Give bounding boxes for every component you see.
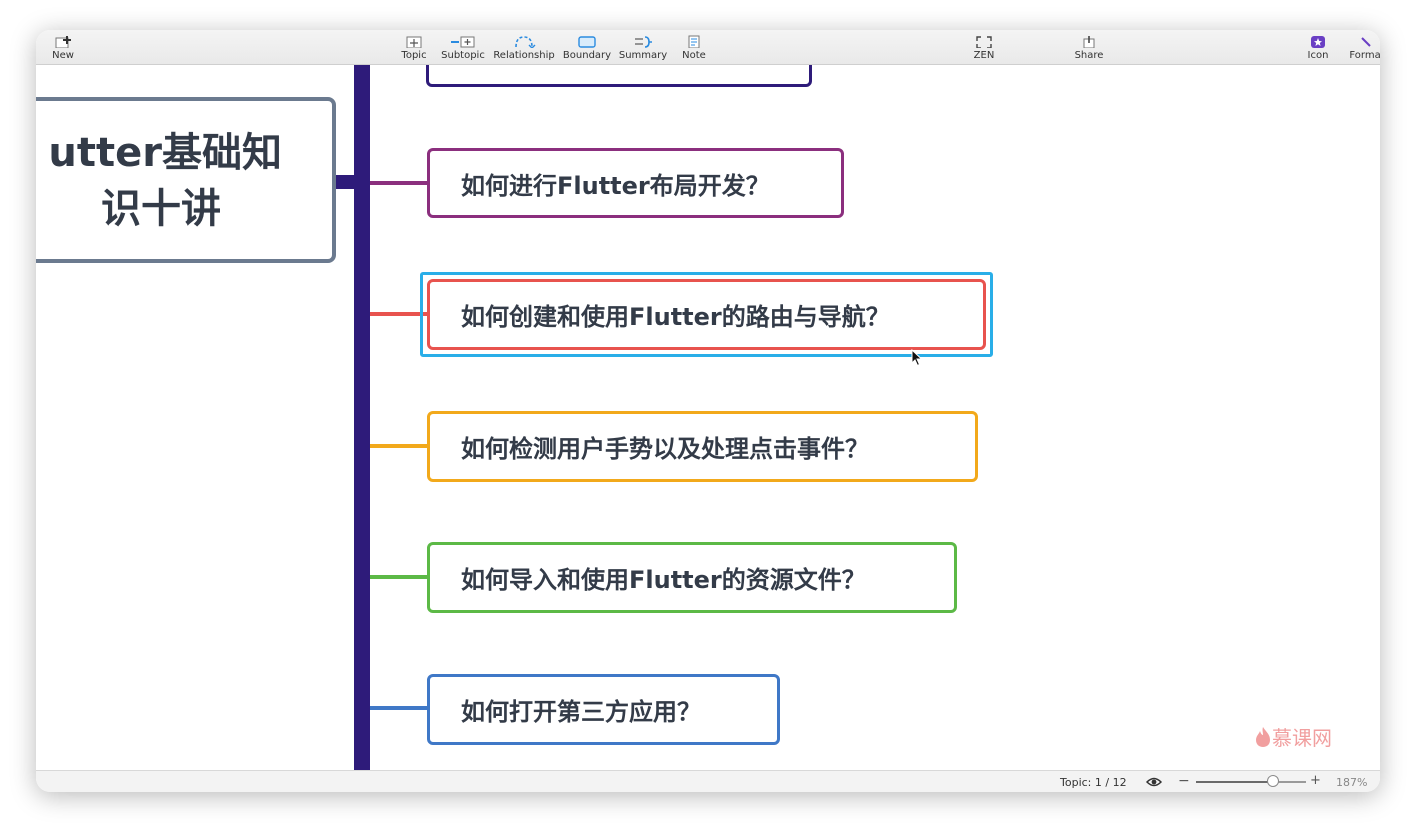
topic-4-label: 如何导入和使用Flutter的资源文件？ (461, 566, 866, 594)
summary-button[interactable]: Summary (619, 30, 667, 64)
topic-4[interactable]: 如何导入和使用Flutter的资源文件？ (427, 542, 957, 613)
branch-trunk (354, 65, 370, 770)
topic-1[interactable]: 如何进行Flutter布局开发？ (427, 148, 844, 218)
eye-icon[interactable] (1146, 775, 1162, 789)
root-connector (336, 175, 358, 189)
topic-count: Topic: 1 / 12 (1060, 776, 1127, 789)
topic-icon (406, 30, 422, 48)
central-topic-line-1: utter基础知 (48, 130, 282, 176)
topic-0[interactable] (426, 65, 812, 87)
mindmap-canvas[interactable]: utter基础知 识十讲 如何进行Flutter布局开发？ 如何创建和使用Flu… (36, 65, 1380, 770)
format-button[interactable]: Format (1344, 30, 1380, 64)
zoom-level: 187% (1336, 776, 1368, 789)
relationship-button[interactable]: Relationship (493, 30, 555, 64)
note-icon (687, 30, 701, 48)
share-button[interactable]: Share (1072, 30, 1106, 64)
zoom-slider-thumb[interactable] (1267, 775, 1279, 787)
zoom-slider[interactable] (1196, 775, 1306, 787)
branch-5 (370, 706, 428, 710)
mindmap-window: New Topic Subtopic Relationship Boundary (36, 30, 1380, 792)
icon-button[interactable]: Icon (1304, 30, 1332, 64)
new-button[interactable]: New (48, 30, 78, 64)
toolbar: New Topic Subtopic Relationship Boundary (36, 30, 1380, 65)
central-topic[interactable]: utter基础知 识十讲 (36, 97, 336, 263)
topic-2[interactable]: 如何创建和使用Flutter的路由与导航？ (427, 279, 986, 350)
subtopic-button[interactable]: Subtopic (440, 30, 486, 64)
branch-1 (370, 181, 428, 185)
zoom-out-button[interactable]: − (1178, 773, 1190, 789)
branch-2 (370, 312, 428, 316)
star-icon (1310, 30, 1326, 48)
status-bar: Topic: 1 / 12 − + 187% (36, 770, 1380, 792)
zen-button[interactable]: ZEN (970, 30, 998, 64)
topic-5-label: 如何打开第三方应用？ (461, 698, 701, 726)
watermark-text: 慕课网 (1272, 726, 1332, 750)
topic-3-label: 如何检测用户手势以及处理点击事件？ (461, 435, 869, 463)
watermark: 慕课网 (1254, 722, 1332, 751)
topic-2-label: 如何创建和使用Flutter的路由与导航？ (461, 303, 890, 331)
brush-icon (1360, 30, 1374, 48)
summary-icon (633, 30, 653, 48)
share-icon (1082, 30, 1096, 48)
topic-3[interactable]: 如何检测用户手势以及处理点击事件？ (427, 411, 978, 482)
fullscreen-icon (976, 30, 992, 48)
mouse-cursor-icon (911, 349, 923, 367)
selection-outline (420, 272, 993, 357)
plus-icon (54, 30, 72, 48)
zoom-slider-fill (1196, 781, 1273, 783)
branch-3 (370, 444, 428, 448)
boundary-icon (577, 30, 597, 48)
subtopic-icon (450, 30, 476, 48)
central-topic-line-2: 识十讲 (101, 186, 221, 232)
topic-5[interactable]: 如何打开第三方应用？ (427, 674, 780, 745)
relationship-icon (511, 30, 537, 48)
flame-icon (1256, 726, 1270, 747)
boundary-button[interactable]: Boundary (563, 30, 611, 64)
topic-button[interactable]: Topic (400, 30, 428, 64)
branch-4 (370, 575, 428, 579)
topic-1-label: 如何进行Flutter布局开发？ (461, 171, 770, 200)
zoom-in-button[interactable]: + (1310, 773, 1321, 788)
note-button[interactable]: Note (680, 30, 708, 64)
